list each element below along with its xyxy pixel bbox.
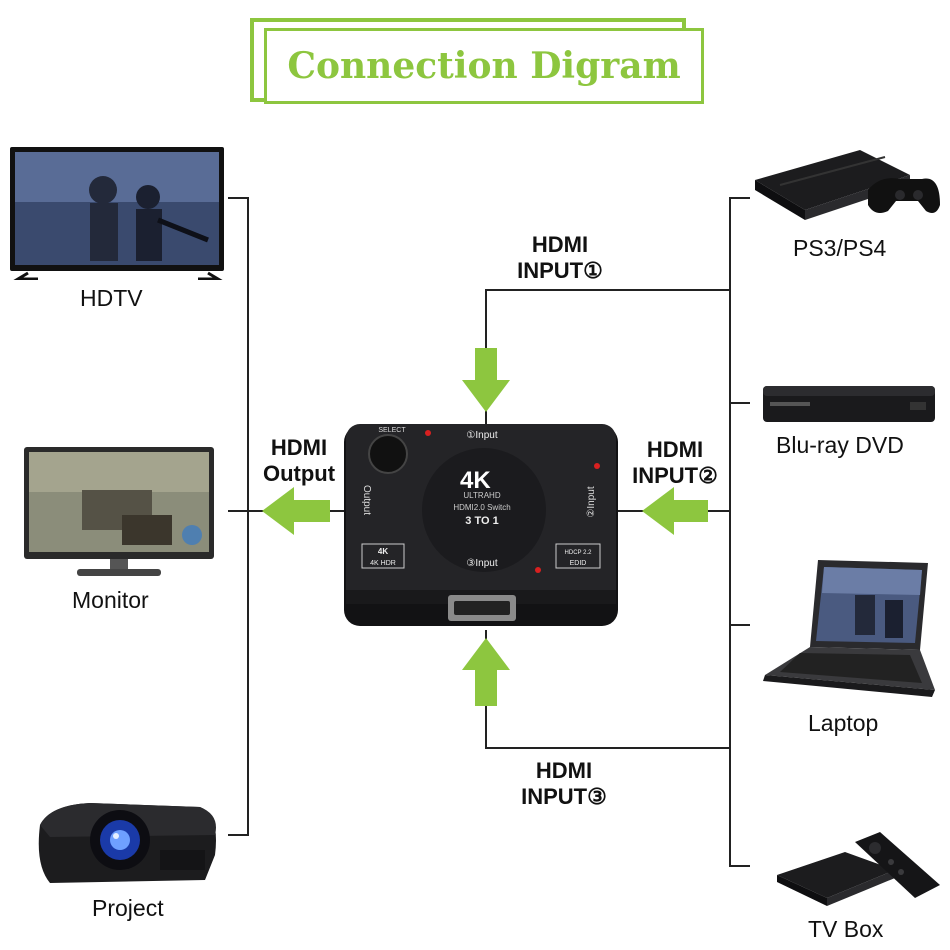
select-button bbox=[368, 434, 408, 474]
switch-top-circle bbox=[422, 448, 546, 572]
left-device-label-projector: Project bbox=[92, 895, 164, 921]
badge-left-bottom: 4K HDR bbox=[370, 560, 396, 567]
output-arrow bbox=[262, 487, 330, 535]
input2-arrow bbox=[642, 487, 708, 535]
right-device-label-bluray: Blu-ray DVD bbox=[776, 432, 904, 458]
badge-left-top: 4K bbox=[378, 547, 388, 556]
input2-port-label: HDMI INPUT② bbox=[620, 437, 730, 489]
right-device-label-laptop: Laptop bbox=[808, 710, 879, 736]
input1-line bbox=[485, 289, 730, 425]
led-3 bbox=[535, 567, 541, 573]
ps-image bbox=[755, 150, 940, 220]
monitor-image bbox=[24, 447, 214, 576]
hdmi-switch: SELECT ①Input 4K ULTRAHD HDMI2.0 Switch … bbox=[344, 424, 618, 626]
right-device-label-tvbox: TV Box bbox=[808, 916, 884, 942]
led-2 bbox=[594, 463, 600, 469]
switch-bottom-input-label: ③Input bbox=[466, 558, 497, 569]
badge-right-bottom: EDID bbox=[570, 560, 587, 567]
input1-port-label-line1: HDMI bbox=[531, 232, 589, 257]
input3-port-label-line2: INPUT③ bbox=[521, 784, 607, 809]
switch-sub: ULTRAHD bbox=[463, 491, 500, 500]
input2-port-label-line2: INPUT② bbox=[632, 463, 718, 488]
switch-brand: 4K bbox=[460, 467, 491, 494]
output-port-label: HDMI Output bbox=[254, 435, 344, 487]
right-bracket-line bbox=[729, 197, 750, 867]
switch-model: HDMI2.0 Switch bbox=[453, 503, 510, 512]
laptop-image bbox=[763, 560, 935, 697]
switch-ratio: 3 TO 1 bbox=[465, 515, 498, 527]
input1-arrow bbox=[462, 348, 510, 412]
diagram-title: Connection Digram bbox=[287, 45, 681, 87]
left-device-label-hdtv: HDTV bbox=[80, 285, 143, 311]
left-device-label-monitor: Monitor bbox=[72, 587, 149, 613]
input3-port-label-line1: HDMI bbox=[535, 758, 593, 783]
output-port-label-line1: HDMI bbox=[270, 435, 328, 460]
diagram-title-frame: Connection Digram bbox=[250, 18, 706, 106]
badge-right-top: HDCP 2.2 bbox=[565, 550, 593, 556]
input3-arrow bbox=[462, 638, 510, 706]
switch-right-input-label: ②Input bbox=[586, 486, 597, 517]
hdtv-image bbox=[10, 147, 224, 280]
tvbox-image bbox=[777, 832, 940, 906]
led-1 bbox=[425, 430, 431, 436]
input2-port-label-line1: HDMI bbox=[646, 437, 704, 462]
output-port-label-line2: Output bbox=[262, 461, 336, 486]
bluray-image bbox=[763, 386, 935, 422]
input1-port-label: HDMI INPUT① bbox=[500, 232, 620, 284]
left-bracket-line bbox=[228, 197, 249, 836]
input1-port-label-line2: INPUT① bbox=[517, 258, 603, 283]
right-device-label-ps: PS3/PS4 bbox=[793, 235, 887, 261]
input3-line bbox=[485, 630, 730, 749]
input3-port-label: HDMI INPUT③ bbox=[504, 758, 624, 810]
switch-output-side-label: Output bbox=[361, 485, 372, 515]
badge-left bbox=[361, 543, 405, 569]
select-label: SELECT bbox=[378, 427, 406, 434]
badge-right bbox=[555, 543, 601, 569]
switch-top-input-label: ①Input bbox=[466, 430, 497, 441]
title-inner-border bbox=[264, 28, 704, 104]
projector-image bbox=[38, 803, 216, 883]
